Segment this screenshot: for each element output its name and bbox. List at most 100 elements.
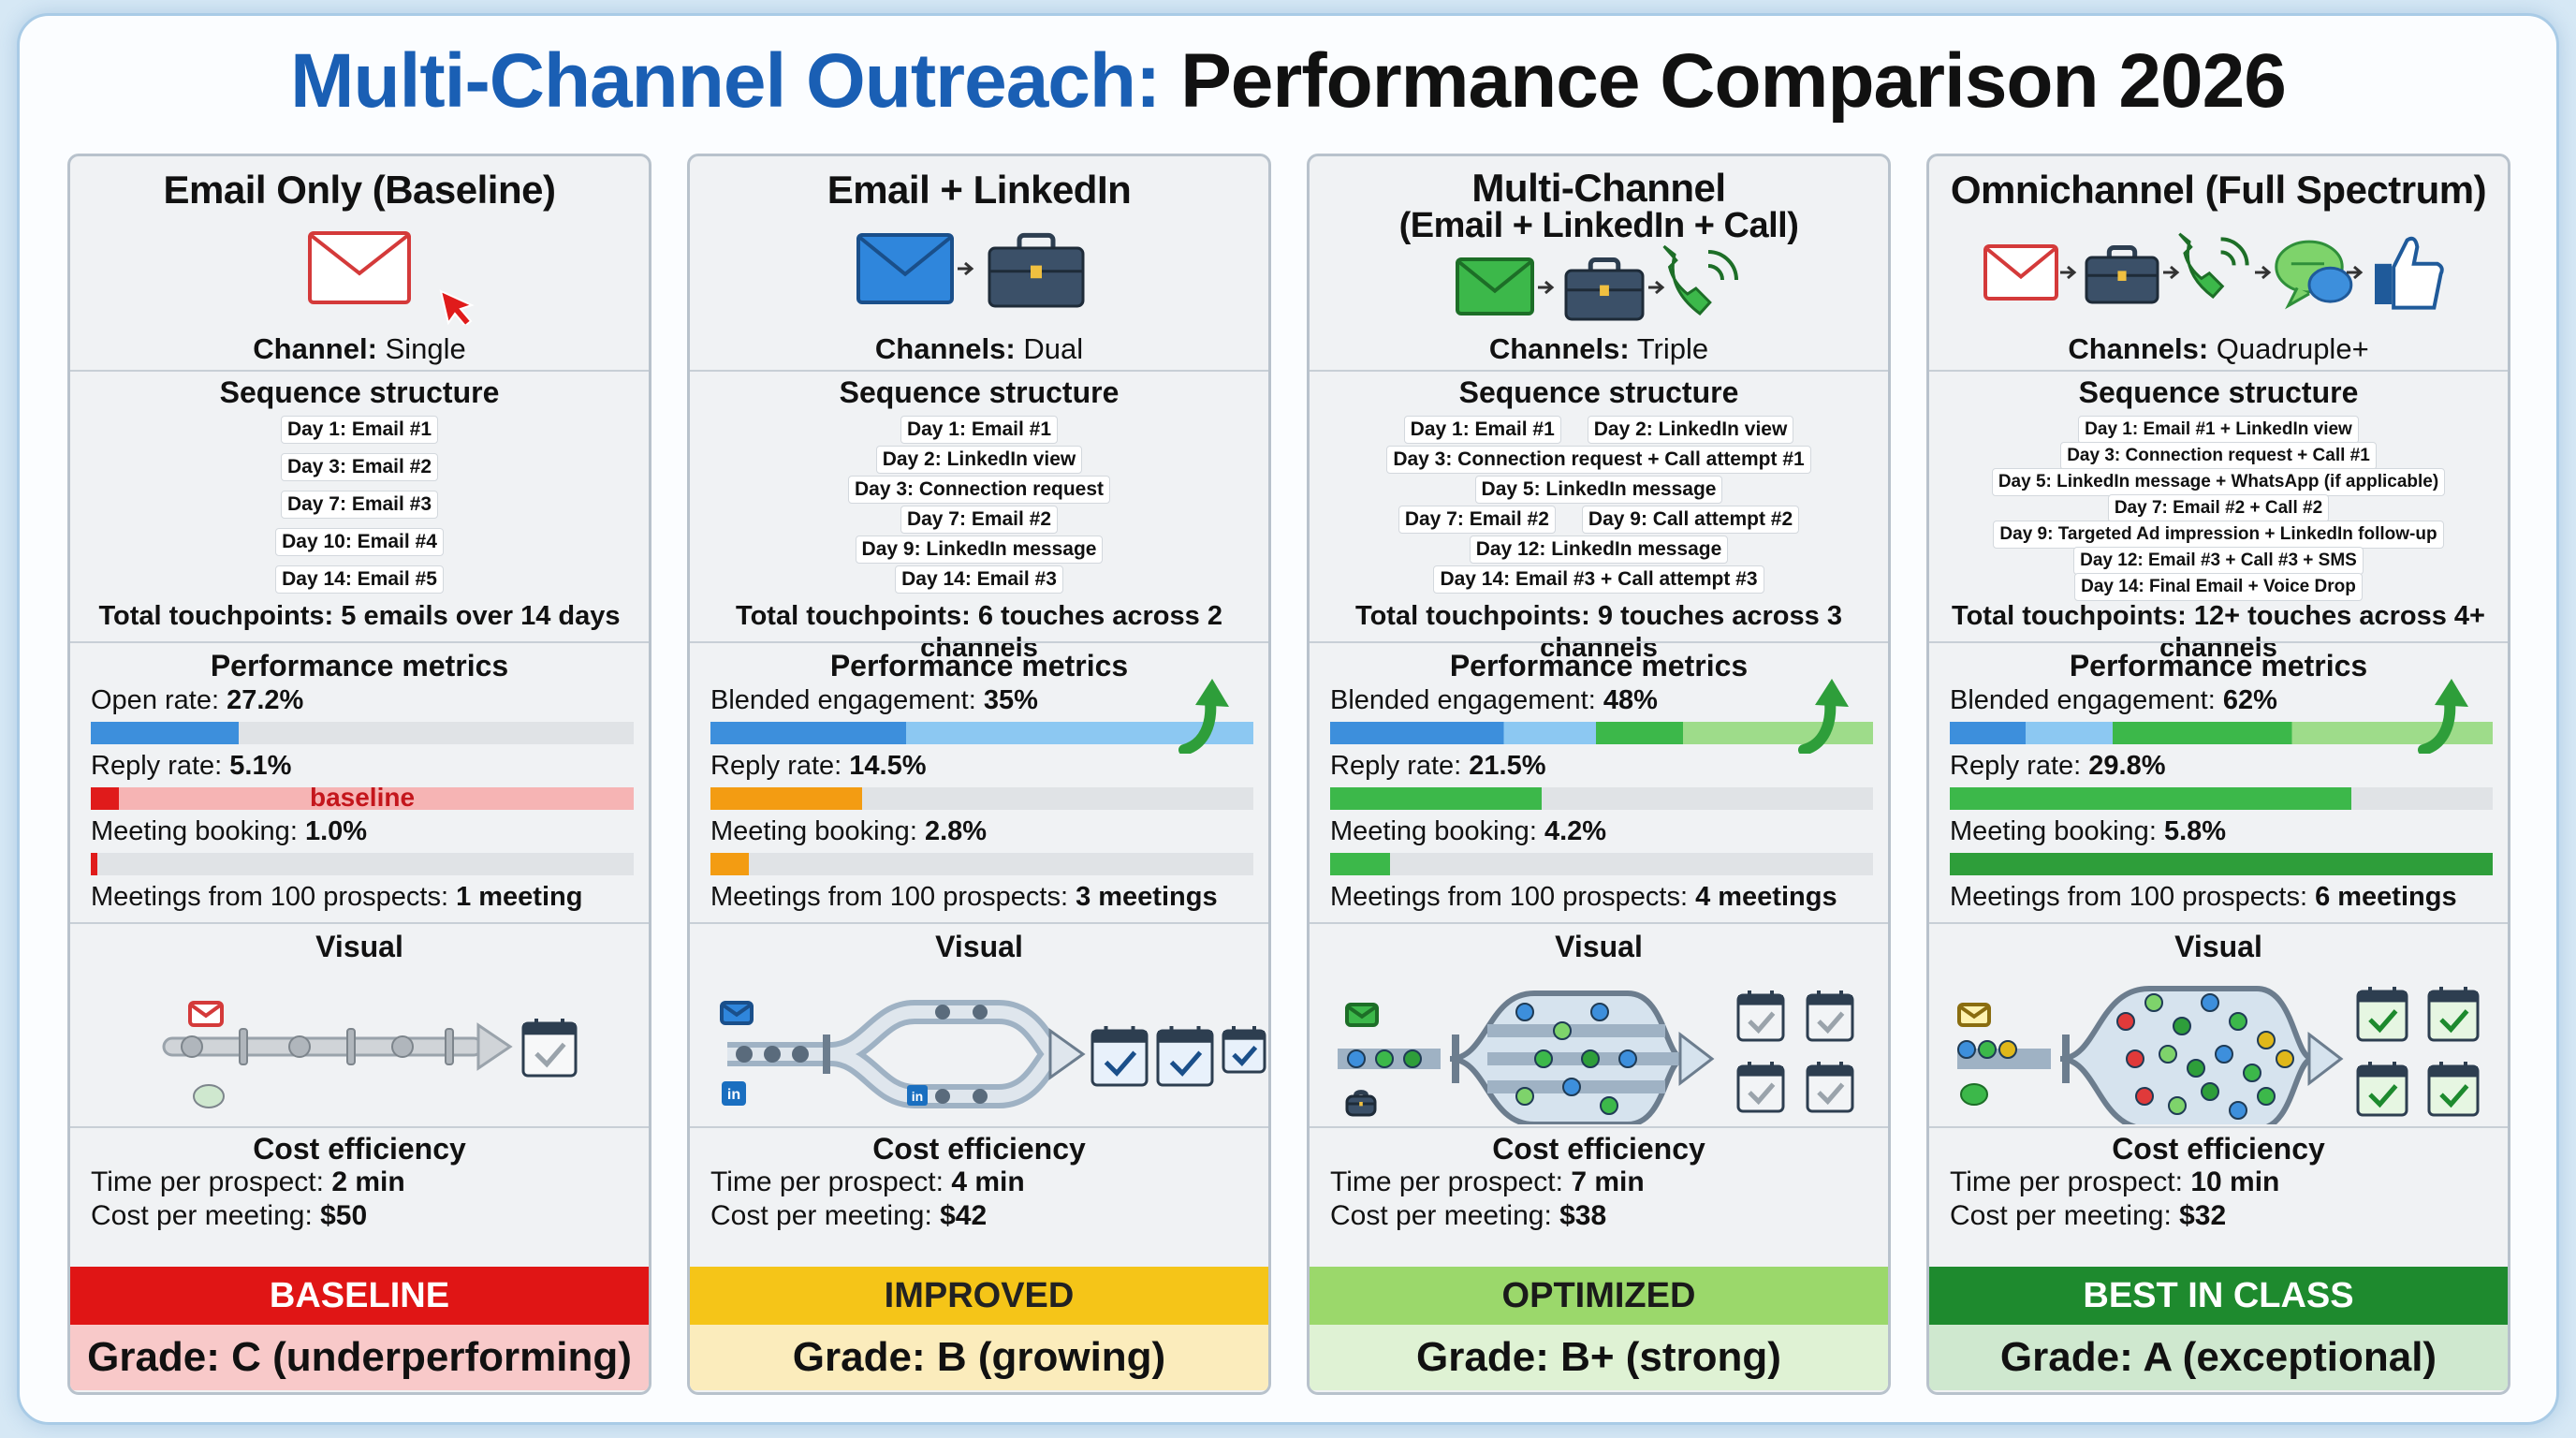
visual-heading: Visual [315,930,403,963]
metric-label: Reply rate: 14.5% [710,750,927,782]
sequence-row: Day 3: Email #2 [70,450,649,488]
cost-heading: Cost efficiency [2112,1132,2325,1166]
time-label: Time per prospect: [1950,1167,2183,1197]
sequence-row: Day 12: LinkedIn message [1310,533,1888,564]
time-per-prospect: Time per prospect: 10 min [1929,1166,2508,1199]
metric-name: Meeting booking: [1330,816,1537,846]
email-icon [308,231,411,304]
metric-label: Meeting booking: 4.2% [1330,815,1606,847]
metric-bar-fill [710,787,863,810]
calendar-check-icon [1806,990,1854,1042]
sequence-step: Day 12: Email #3 + Call #3 + SMS [2073,547,2364,575]
performance-heading: Performance metrics [2069,649,2368,682]
growth-arrow-icon [1796,679,1852,758]
metric-value: 21.5% [1469,751,1546,781]
metric-label: Blended engagement: 62% [1950,684,2277,716]
time-value: 10 min [2190,1167,2280,1197]
visual-heading: Visual [1555,930,1643,963]
channel-icons [690,222,1268,330]
metric-bar-fill [710,853,749,875]
arrow-icon [2347,265,2364,280]
email-icon [1345,1003,1379,1027]
channel-label: Channels: [1488,332,1630,365]
sequence-step: Day 1: Email #1 + LinkedIn view [2078,416,2359,444]
grade-label: Grade: B (growing) [690,1325,1268,1390]
sequence-row: Day 1: Email #1 [70,413,649,450]
metric-name: Meeting booking: [710,816,917,846]
performance-heading: Performance metrics [829,649,1129,682]
performance-heading: Performance metrics [1449,649,1749,682]
meetings-value: 3 meetings [1076,882,1218,912]
cost-label: Cost per meeting: [91,1200,313,1231]
column-title: Multi-Channel [1471,166,1726,210]
grade-label: Grade: C (underperforming) [70,1325,649,1390]
email-icon [1957,1003,1991,1027]
metric-bar [1950,787,2493,810]
page-title: Multi-Channel Outreach: Performance Comp… [0,37,2576,125]
sequence-step: Day 3: Connection request [847,476,1111,504]
channel-count: Channels: Quadruple+ [1929,332,2508,366]
grade-label: Grade: A (exceptional) [1929,1325,2508,1390]
channel-count: Channel: Single [70,332,649,366]
metric-value: 5.8% [2163,816,2227,846]
calendar-check-icon [2427,987,2480,1042]
sequence-row: Day 9: LinkedIn message [690,533,1268,564]
sequence-step: Day 7: Email #2 [1398,506,1556,534]
metric-label: Meeting booking: 1.0% [91,815,367,847]
metric-bar-fill [710,722,1253,744]
column-title: Email Only (Baseline) [163,168,556,212]
metric-value: 62% [2222,685,2277,715]
sequence-row: Day 3: Connection request + Call #1 [1929,439,2508,470]
metric-value: 4.2% [1544,816,1607,846]
sequence-step: Day 7: Email #2 + Call #2 [2107,494,2330,522]
meetings-result: Meetings from 100 prospects: 1 meeting [91,881,582,913]
cost-per-meeting: Cost per meeting: $32 [1929,1199,2508,1233]
total-touchpoints: Total touchpoints: 6 touches across 2 ch… [736,601,1222,663]
visual-heading: Visual [935,930,1023,963]
metric-name: Blended engagement: [1330,685,1596,715]
sequence-heading: Sequence structure [2078,375,2359,409]
metric-value: 48% [1603,685,1658,715]
sequence-step: Day 5: LinkedIn message + WhatsApp (if a… [1991,468,2446,496]
metric-name: Blended engagement: [1950,685,2216,715]
metric-value: 27.2% [227,685,304,715]
status-badge: IMPROVED [690,1267,1268,1325]
channel-value: Single [385,332,466,365]
cost-heading: Cost efficiency [1492,1132,1705,1166]
metric-bar-fill [1330,722,1873,744]
column-title: Omnichannel (Full Spectrum) [1950,168,2487,212]
sequence-row: Day 12: Email #3 + Call #3 + SMS [1929,544,2508,575]
calendar-check-icon [1736,990,1785,1042]
meetings-result: Meetings from 100 prospects: 4 meetings [1330,881,1837,913]
status-badge: BEST IN CLASS [1929,1267,2508,1325]
time-value: 4 min [951,1167,1025,1197]
arrow-icon [2163,265,2180,280]
sequence-step: Day 5: LinkedIn message [1474,476,1723,504]
sequence-row: Day 2: LinkedIn view [690,443,1268,474]
sequence-row: Day 10: Email #4 [70,525,649,563]
time-per-prospect: Time per prospect: 4 min [690,1166,1268,1199]
sequence-row: Day 14: Email #5 [70,563,649,600]
sequence-step: Day 14: Email #5 [275,565,444,594]
metric-bar: baseline [91,784,634,812]
sequence-step: Day 14: Email #3 [895,565,1063,594]
sequence-step: Day 10: Email #4 [275,528,444,556]
sequence-step: Day 2: LinkedIn view [875,446,1083,474]
time-value: 7 min [1571,1167,1645,1197]
time-per-prospect: Time per prospect: 7 min [1310,1166,1888,1199]
calendar-check-icon [1090,1026,1149,1087]
chat-icon [2275,240,2353,310]
briefcase-icon [988,232,1085,308]
metric-label: Reply rate: 5.1% [91,750,291,782]
sequence-step: Day 1: Email #1 [1403,416,1561,444]
phone-icon [2178,232,2249,300]
visual-heading: Visual [2174,930,2262,963]
